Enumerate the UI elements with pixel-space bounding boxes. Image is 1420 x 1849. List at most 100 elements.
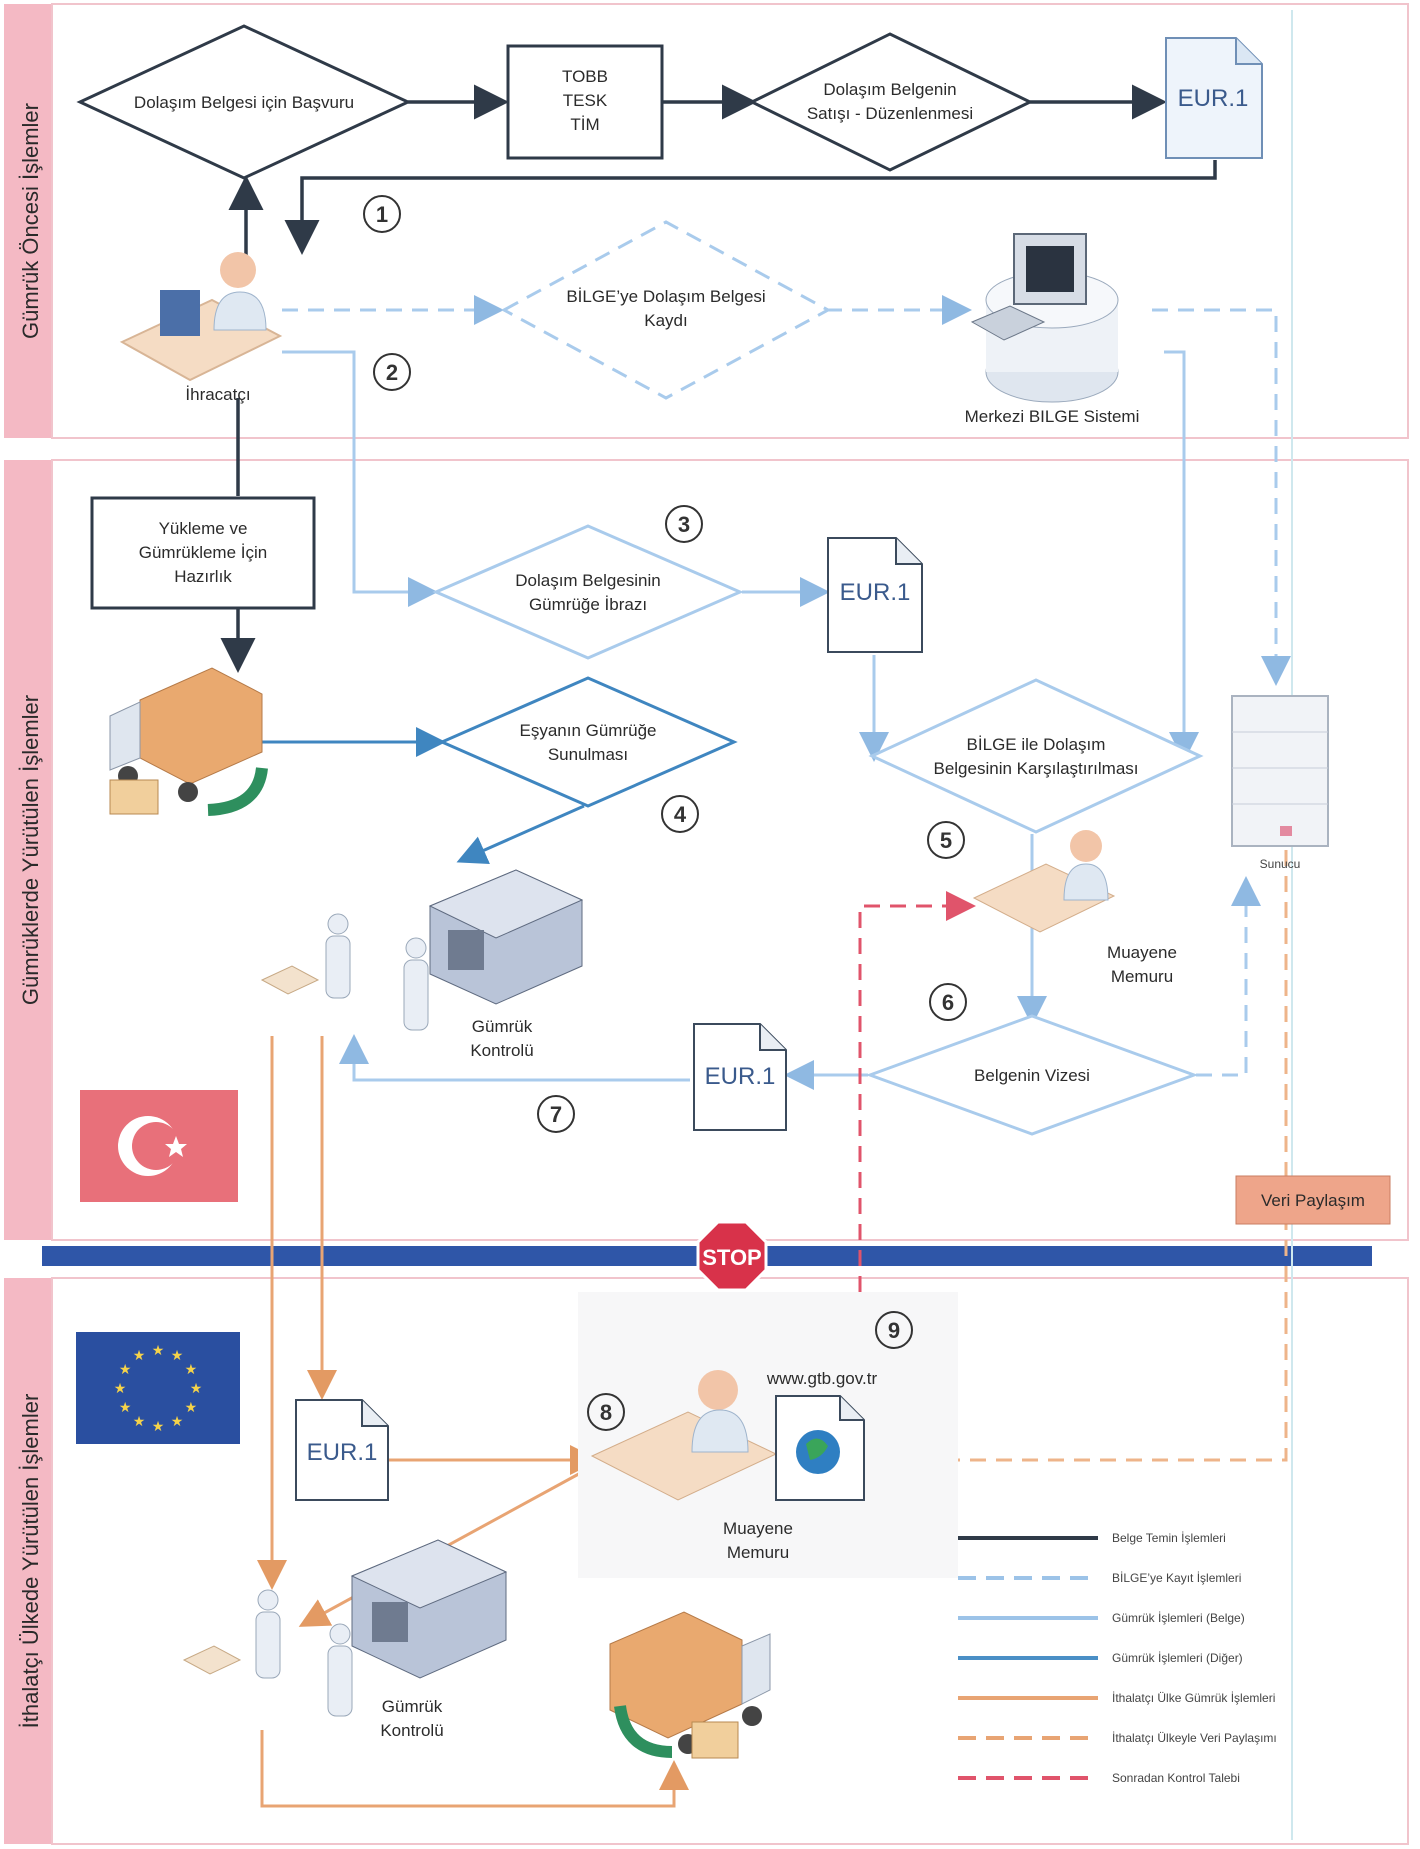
eur1-document-middle: EUR.1: [827, 537, 923, 653]
section-bottom: İthalatçı Ülkede Yürütülen İşlemler: [4, 1277, 1409, 1845]
sunulmasi-line-1: Eşyanın Gümrüğe: [519, 721, 656, 740]
legend-label: BİLGE’ye Kayıt İşlemleri: [1112, 1571, 1241, 1585]
karsilastirma-diamond: BİLGE ile Dolaşım Belgesinin Karşılaştır…: [868, 678, 1204, 834]
basvuru-diamond: Dolaşım Belgesi için Başvuru: [76, 24, 412, 180]
merkezi-label: Merkezi BILGE Sistemi: [965, 407, 1140, 426]
karsilastirma-line-1: BİLGE ile Dolaşım: [967, 735, 1106, 754]
ibraz-diamond: Dolaşım Belgesinin Gümrüğe İbrazı: [432, 524, 744, 660]
step-3: 3: [678, 512, 690, 537]
merkezi-bilge-icon: [970, 233, 1119, 403]
eu-star-icon: ★: [114, 1381, 127, 1397]
sunulmasi-diamond: Eşyanın Gümrüğe Sunulması: [438, 676, 738, 808]
ibraz-line-2: Gümrüğe İbrazı: [529, 595, 647, 614]
veri-paylasim-label: Veri Paylaşım: [1261, 1191, 1365, 1210]
eu-star-icon: ★: [119, 1362, 132, 1378]
yukleme-line-3: Hazırlık: [174, 567, 232, 586]
eu-star-icon: ★: [190, 1381, 203, 1397]
muayene-icon-bottom: [590, 1370, 778, 1501]
eu-star-icon: ★: [185, 1400, 198, 1416]
muayene-bottom-line-1: Muayene: [723, 1519, 793, 1538]
muayene-bottom-line-2: Memuru: [727, 1543, 789, 1562]
muayene-top-line-1: Muayene: [1107, 943, 1177, 962]
ibraz-line-1: Dolaşım Belgesinin: [515, 571, 661, 590]
kontrol-top-line-2: Kontrolü: [470, 1041, 533, 1060]
website-label: www.gtb.gov.tr: [766, 1369, 878, 1388]
website-document: [775, 1395, 865, 1501]
satis-line-1: Dolaşım Belgenin: [823, 80, 956, 99]
section-top: Gümrük Öncesi İşlemler: [4, 3, 1409, 439]
sunulmasi-line-2: Sunulması: [548, 745, 628, 764]
sunucu-label: Sunucu: [1260, 857, 1301, 871]
step-1: 1: [376, 202, 388, 227]
legend-label: İthalatçı Ülke Gümrük İşlemleri: [1112, 1691, 1275, 1705]
eu-star-icon: ★: [152, 1343, 165, 1359]
eu-flag: ★★★★★★★★★★★★: [76, 1332, 240, 1444]
eur1-top-label: EUR.1: [1178, 85, 1249, 112]
legend-label: Gümrük İşlemleri (Diğer): [1112, 1651, 1243, 1665]
vize-diamond: Belgenin Vizesi: [865, 1014, 1199, 1136]
eur1-document-vize: EUR.1: [693, 1023, 787, 1131]
tobb-line-1: TOBB: [562, 67, 608, 86]
eu-star-icon: ★: [133, 1348, 146, 1364]
stop-label: STOP: [702, 1245, 762, 1270]
step-4: 4: [674, 802, 687, 827]
ithalatci-gumruk-connectors: [257, 1036, 689, 1808]
sunucu-icon: [1231, 695, 1329, 847]
gumruk-belge-connectors: [282, 350, 1199, 1090]
muayene-icon-top: [972, 830, 1116, 933]
yukleme-line-1: Yükleme ve: [159, 519, 248, 538]
vize-label: Belgenin Vizesi: [974, 1066, 1090, 1085]
eur1-document-bottom: EUR.1: [295, 1399, 389, 1501]
step-6: 6: [942, 990, 954, 1015]
satis-diamond: Dolaşım Belgenin Satışı - Düzenlenmesi: [748, 32, 1034, 172]
muayene-top-line-2: Memuru: [1111, 967, 1173, 986]
legend-label: İthalatçı Ülkeyle Veri Paylaşımı: [1112, 1731, 1277, 1745]
eu-star-icon: ★: [171, 1414, 184, 1430]
step-5: 5: [940, 828, 952, 853]
eur1-middle-label: EUR.1: [840, 579, 911, 606]
eu-star-icon: ★: [119, 1400, 132, 1416]
veri-paylasim-box: Veri Paylaşım: [1235, 1175, 1391, 1225]
stop-sign: STOP: [696, 1220, 768, 1292]
eu-star-icon: ★: [171, 1348, 184, 1364]
bilge-kayit-diamond: BİLGE’ye Dolaşım Belgesi Kaydı: [500, 220, 832, 400]
kontrol-bottom-line-1: Gümrük: [382, 1697, 443, 1716]
basvuru-label: Dolaşım Belgesi için Başvuru: [134, 93, 354, 112]
tobb-box: TOBB TESK TİM: [506, 44, 664, 160]
eu-star-icon: ★: [185, 1362, 198, 1378]
step-2: 2: [386, 360, 398, 385]
eur1-bottom-label: EUR.1: [307, 1439, 378, 1466]
bilge-kayit-connectors: [282, 295, 1291, 1077]
legend-label: Gümrük İşlemleri (Belge): [1112, 1611, 1245, 1625]
customs-building-top: [428, 869, 584, 1005]
eur1-vize-label: EUR.1: [705, 1063, 776, 1090]
bilge-kayit-line-1: BİLGE’ye Dolaşım Belgesi: [566, 287, 765, 306]
truck-icon-top: [109, 667, 268, 816]
dark-connectors: [220, 84, 1217, 673]
customs-building-bottom: [350, 1539, 508, 1679]
yukleme-box: Yükleme ve Gümrükleme İçin Hazırlık: [90, 496, 316, 610]
step-7: 7: [550, 1102, 562, 1127]
kontrol-bottom-line-2: Kontrolü: [380, 1721, 443, 1740]
legend-label: Sonradan Kontrol Talebi: [1112, 1771, 1240, 1785]
eur1-document-top: EUR.1: [1165, 37, 1263, 159]
gumruk-diger-connectors: [262, 727, 585, 865]
section-top-title: Gümrük Öncesi İşlemler: [18, 103, 43, 339]
tobb-line-3: TİM: [570, 115, 599, 134]
ihracatci-label: İhracatçı: [185, 385, 250, 404]
legend-label: Belge Temin İşlemleri: [1112, 1531, 1226, 1545]
eu-star-icon: ★: [152, 1419, 165, 1435]
section-middle-title: Gümrüklerde Yürütülen İşlemler: [18, 695, 43, 1005]
yukleme-line-2: Gümrükleme İçin: [139, 543, 267, 562]
eu-star-icon: ★: [133, 1414, 146, 1430]
truck-icon-bottom: [609, 1611, 771, 1759]
turkey-flag: [80, 1090, 238, 1202]
tobb-line-2: TESK: [563, 91, 608, 110]
kontrol-top-line-1: Gümrük: [472, 1017, 533, 1036]
section-middle: Gümrüklerde Yürütülen İşlemler: [4, 459, 1409, 1241]
ihracatci-icon: [119, 252, 283, 382]
bilge-kayit-line-2: Kaydı: [644, 311, 687, 330]
karsilastirma-line-2: Belgesinin Karşılaştırılması: [933, 759, 1138, 778]
